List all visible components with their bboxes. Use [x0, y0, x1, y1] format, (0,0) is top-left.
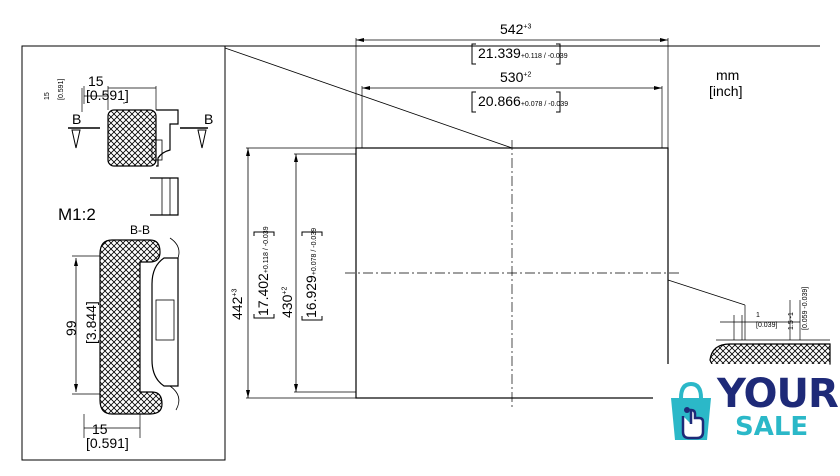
dim-542: 542+3 — [500, 21, 532, 37]
section-mark-right: B — [204, 111, 214, 127]
detail-15-top-inch: [0.591] — [86, 87, 129, 103]
section-label: B-B — [130, 223, 151, 237]
detail-99-inch: [3.844] — [83, 301, 99, 344]
shopping-bag-icon — [671, 381, 711, 440]
detail-15-bottom-inch: [0.591] — [86, 435, 129, 451]
top-gasket-section — [107, 109, 157, 167]
scale-label: M1:2 — [58, 205, 96, 224]
dim-542-inch: 21.339+0.118 / -0.039 — [478, 45, 568, 61]
unit-mm: mm — [716, 67, 740, 83]
dim-530: 530+2 — [500, 69, 532, 85]
yoursale-logo: YOUR SALE — [653, 364, 839, 462]
top-profile — [156, 109, 179, 167]
right-detail-1: 1 — [756, 312, 760, 319]
detail-99: 99 — [63, 320, 79, 336]
detail-15-bottom: 15 — [92, 421, 108, 437]
right-detail-tol: 1.5 -1 — [788, 312, 795, 330]
unit-inch: [inch] — [709, 83, 743, 99]
detail-leader — [224, 47, 513, 149]
dim-442-inch: 17.402+0.118 / -0.039 — [255, 226, 271, 316]
dim-442: 442+3 — [229, 288, 245, 320]
detail-15-top: 15 — [88, 73, 104, 89]
dim-530-inch: 20.866+0.078 / -0.039 — [478, 93, 569, 109]
detail-15-left: 15 — [44, 92, 51, 100]
bb-gasket-section — [99, 239, 163, 415]
right-detail-1-inch: [0.039] — [756, 322, 778, 329]
logo-word-your: YOUR — [717, 371, 839, 417]
dim-430-inch: 16.929+0.078 / -0.039 — [303, 227, 319, 318]
logo-word-sale: SALE — [735, 412, 809, 442]
detail-15-left-inch: [0.591] — [58, 78, 65, 100]
right-detail-leader — [667, 279, 746, 306]
bb-profile — [151, 257, 179, 387]
dim-430: 430+2 — [279, 286, 295, 318]
right-detail-tol-inch: [0.059 -0.039] — [802, 286, 809, 330]
section-mark-left: B — [72, 111, 82, 127]
detail-frame — [21, 45, 226, 461]
